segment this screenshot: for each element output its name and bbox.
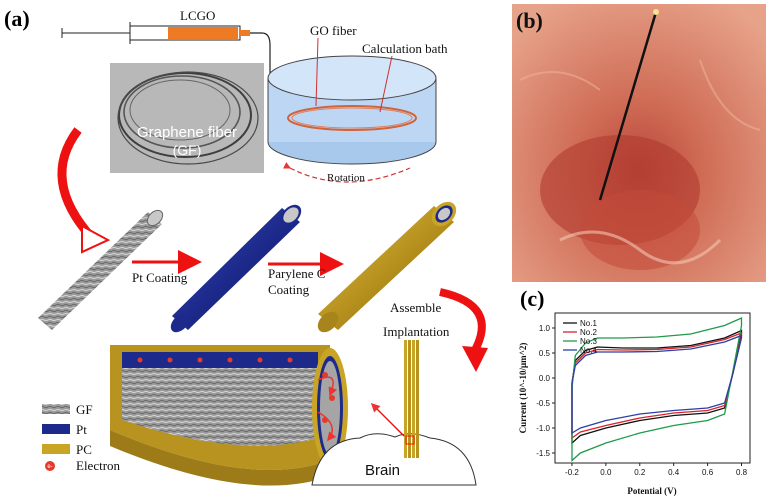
legend-label: No.1 bbox=[580, 319, 597, 328]
calculation-bath bbox=[267, 37, 437, 183]
legend-label: No.2 bbox=[580, 328, 597, 337]
brain-label: Brain bbox=[365, 462, 400, 479]
x-tick-label: 0.6 bbox=[702, 468, 714, 477]
legend-label-electron: Electron bbox=[76, 458, 121, 473]
legend-swatch-pt bbox=[42, 424, 70, 434]
chart-legend: No.1No.2No.3No.4 bbox=[563, 319, 597, 355]
curved-arrow-3-head bbox=[462, 346, 488, 372]
step2-label-line2: Coating bbox=[268, 282, 310, 297]
curved-arrow-1 bbox=[57, 127, 96, 242]
x-tick-label: 0.0 bbox=[600, 468, 612, 477]
curved-arrow-1-head bbox=[81, 224, 111, 254]
chart-series-group bbox=[571, 317, 743, 462]
chart-ticks: -0.2 0.0 0.2 0.4 0.6 0.8 1.0 0.5 0.0 -0.5 -1.0 -1.5 bbox=[536, 324, 747, 477]
x-tick-label: 0.2 bbox=[634, 468, 646, 477]
photo-label-line1: Graphene fiber bbox=[137, 124, 237, 141]
legend-swatch-electron bbox=[45, 461, 55, 471]
legend-swatch-pc bbox=[42, 444, 70, 454]
photo-label-line2: (GF) bbox=[173, 142, 202, 158]
brain-implant bbox=[311, 340, 477, 486]
chart-ylabel: Current (10^-10/μm^2) bbox=[518, 343, 528, 434]
y-tick-label: -1.0 bbox=[536, 424, 550, 433]
y-tick-label: 0.0 bbox=[539, 374, 551, 383]
bath-label: Calculation bath bbox=[362, 41, 448, 56]
cv-series-no4 bbox=[571, 334, 743, 435]
chart-plot-area bbox=[554, 312, 751, 464]
x-tick-label: 0.4 bbox=[668, 468, 680, 477]
electron-symbol: e- bbox=[47, 464, 52, 470]
graphene-fiber-rod bbox=[38, 209, 164, 330]
curved-arrow-3 bbox=[439, 288, 486, 354]
step3-label-line2: Implantation bbox=[383, 324, 450, 339]
go-fiber-label: GO fiber bbox=[310, 23, 357, 38]
step3-label-line1: Assemble bbox=[390, 300, 442, 315]
y-tick-label: -0.5 bbox=[536, 399, 550, 408]
x-tick-label: -0.2 bbox=[565, 468, 579, 477]
y-tick-label: 0.5 bbox=[539, 349, 551, 358]
cv-chart: -0.2 0.0 0.2 0.4 0.6 0.8 1.0 0.5 0.0 -0.5 -1.0 -1.5… bbox=[518, 312, 751, 496]
panel-b-photo bbox=[512, 4, 766, 282]
pt-coated-fiber bbox=[170, 204, 302, 333]
panel-a-letter: (a) bbox=[4, 6, 30, 31]
panel-b-letter: (b) bbox=[516, 8, 543, 33]
legend-label-pt: Pt bbox=[76, 422, 87, 437]
step1-label: Pt Coating bbox=[132, 270, 188, 285]
cross-section-cylinder bbox=[110, 345, 348, 486]
panel-c-letter: (c) bbox=[520, 286, 544, 311]
chart-xlabel: Potential (V) bbox=[627, 486, 676, 496]
rotation-label: Rotation bbox=[327, 172, 365, 184]
legend-swatch-gf bbox=[42, 404, 70, 414]
legend-label-gf: GF bbox=[76, 402, 93, 417]
legend-label-pc: PC bbox=[76, 442, 92, 457]
y-tick-label: -1.5 bbox=[536, 449, 550, 458]
parylene-coated-fiber bbox=[317, 201, 457, 333]
legend-label: No.3 bbox=[580, 337, 597, 346]
syringe-label: LCGO bbox=[180, 8, 215, 23]
y-tick-label: 1.0 bbox=[539, 324, 551, 333]
graphene-fiber-photo bbox=[110, 63, 264, 173]
step2-label-line1: Parylene C bbox=[268, 266, 325, 281]
syringe bbox=[61, 22, 331, 103]
legend-label: No.4 bbox=[580, 346, 597, 355]
schematic-legend: e- GF Pt PC Electron bbox=[42, 402, 121, 473]
x-tick-label: 0.8 bbox=[736, 468, 748, 477]
cv-series-no3 bbox=[571, 317, 743, 462]
